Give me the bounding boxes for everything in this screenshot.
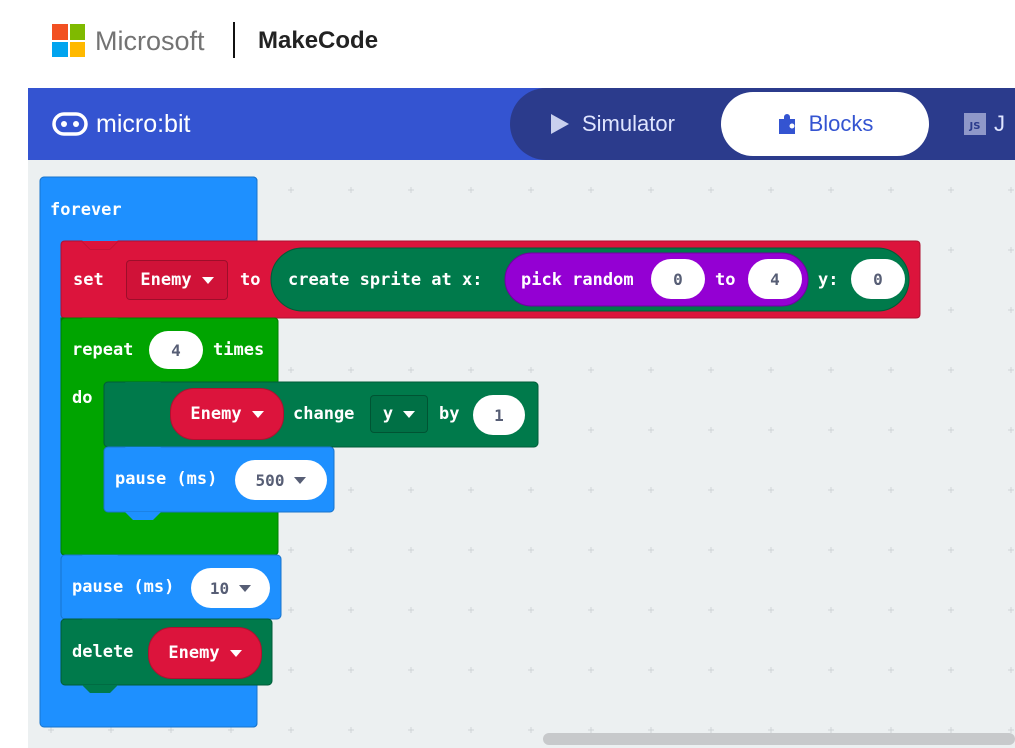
editor-tabs: Simulator Blocks JS J xyxy=(510,88,1015,160)
notch xyxy=(82,241,118,249)
tab-blocks[interactable]: Blocks xyxy=(721,92,929,156)
random-to-label: to xyxy=(715,270,736,290)
javascript-icon: JS xyxy=(964,113,986,135)
forever-label: forever xyxy=(50,200,122,220)
change-label: change xyxy=(293,404,355,424)
notch xyxy=(82,318,118,326)
pause-10-value: 10 xyxy=(209,578,230,598)
notch xyxy=(82,685,118,693)
notch xyxy=(125,512,161,520)
tab-simulator[interactable]: Simulator xyxy=(550,92,675,156)
horizontal-scrollbar[interactable] xyxy=(543,733,1015,745)
microsoft-wordmark: Microsoft xyxy=(95,26,205,56)
dropdown-caret-icon xyxy=(403,410,416,418)
brand-bar: Microsoft MakeCode xyxy=(0,0,1015,88)
set-label: set xyxy=(73,270,104,290)
delete-label: delete xyxy=(72,642,134,662)
sprite-y-input[interactable]: 0 xyxy=(851,259,905,299)
tab-javascript[interactable]: JS J xyxy=(964,92,1005,156)
microbit-wordmark[interactable]: micro:bit xyxy=(96,110,191,138)
pick-random-label: pick random xyxy=(521,270,634,290)
tab-blocks-label: Blocks xyxy=(808,111,874,136)
set-variable-value: Enemy xyxy=(140,270,192,290)
notch xyxy=(82,555,118,563)
change-property-dropdown[interactable]: y xyxy=(370,395,428,433)
pause-500-label: pause (ms) xyxy=(115,469,218,489)
repeat-do-label: do xyxy=(72,388,93,408)
change-variable-dropdown[interactable]: Enemy xyxy=(170,388,284,440)
change-property-value: y xyxy=(382,404,394,424)
dropdown-caret-icon xyxy=(239,584,252,592)
repeat-count-input[interactable]: 4 xyxy=(149,331,203,369)
notch xyxy=(125,382,161,390)
dropdown-caret-icon xyxy=(251,410,264,418)
sprite-y-label: y: xyxy=(818,270,839,290)
tab-simulator-label: Simulator xyxy=(582,111,675,136)
microbit-logo-icon[interactable] xyxy=(52,112,88,136)
delete-variable-value: Enemy xyxy=(168,643,220,663)
delete-variable-dropdown[interactable]: Enemy xyxy=(148,627,262,679)
pause-10-dropdown[interactable]: 10 xyxy=(191,568,270,608)
create-sprite-label: create sprite at x: xyxy=(288,270,483,290)
set-variable-dropdown[interactable]: Enemy xyxy=(126,260,228,300)
change-amount-input[interactable]: 1 xyxy=(473,395,525,435)
pause-500-dropdown[interactable]: 500 xyxy=(235,460,327,500)
dropdown-caret-icon xyxy=(229,649,242,657)
app-header: micro:bit Simulator Blocks JS J xyxy=(28,88,1015,160)
repeat-times-label: times xyxy=(213,340,265,360)
pause-500-value: 500 xyxy=(255,470,285,490)
random-to-input[interactable]: 4 xyxy=(748,259,802,299)
pause-10-label: pause (ms) xyxy=(72,577,175,597)
set-to-label: to xyxy=(240,270,261,290)
change-by-label: by xyxy=(439,404,460,424)
dropdown-caret-icon xyxy=(201,276,214,284)
dropdown-caret-icon xyxy=(294,476,307,484)
repeat-label: repeat xyxy=(72,340,134,360)
change-variable-value: Enemy xyxy=(190,404,242,424)
tab-javascript-label: J xyxy=(994,111,1005,136)
microsoft-logo xyxy=(52,24,85,57)
puzzle-piece-icon xyxy=(778,114,795,134)
notch xyxy=(82,619,118,627)
random-from-input[interactable]: 0 xyxy=(651,259,705,299)
makecode-title[interactable]: MakeCode xyxy=(258,27,379,54)
notch xyxy=(125,447,161,455)
play-icon xyxy=(551,114,569,134)
blocks-workspace[interactable]: forever set Enemy to create sprite at x:… xyxy=(28,160,1015,748)
brand-divider xyxy=(233,22,235,58)
